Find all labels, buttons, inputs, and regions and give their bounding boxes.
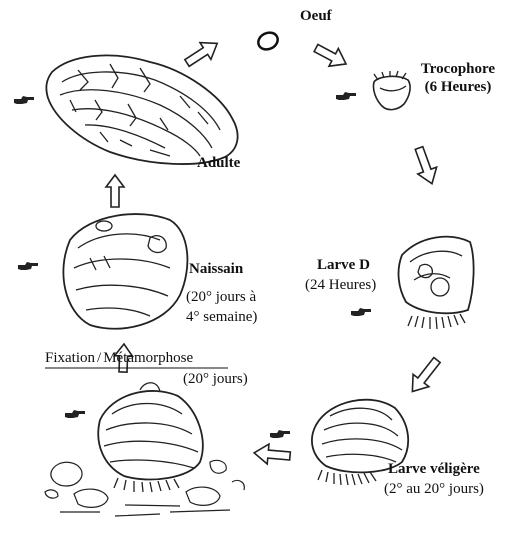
label-metamorphose: Métamorphose [103, 350, 193, 366]
label-naissain-time-2: 4° semaine) [186, 308, 257, 327]
naissain-spat-drawing [63, 214, 187, 329]
label-trocophore-time: (6 Heures) [408, 78, 508, 97]
label-trocophore: Trocophore [408, 60, 508, 79]
arrow-trocophore-to-larve-d-icon [410, 145, 442, 188]
arrow-adulte-to-oeuf-icon [182, 35, 223, 71]
label-naissain: Naissain [189, 260, 243, 279]
label-veligere: Larve véligère [388, 460, 480, 479]
pointing-hand-icon [14, 96, 34, 104]
label-veligere-time: (2° au 20° jours) [384, 480, 484, 499]
pointing-hand-icon [65, 410, 85, 418]
label-fixation: Fixation [45, 350, 95, 366]
label-naissain-time-1: (20° jours à [186, 288, 256, 307]
label-oeuf: Oeuf [300, 7, 332, 26]
label-adulte: Adulte [197, 154, 240, 173]
arrow-oeuf-to-trocophore-icon [311, 39, 350, 73]
oeuf-egg-drawing [256, 30, 281, 53]
label-larve-d-time: (24 Heures) [305, 276, 376, 295]
label-larve-d: Larve D [317, 256, 370, 275]
fixation-oyster-drawing [98, 383, 202, 492]
arrow-naissain-to-adulte-icon [106, 175, 124, 207]
arrow-veligere-to-fixation-icon [253, 443, 291, 466]
pointing-hand-icon [351, 308, 371, 316]
label-separator: / [97, 350, 101, 366]
larve-d-larva-drawing [399, 237, 474, 329]
transition-label: Fixation/Métamorphose [45, 349, 193, 368]
pointing-hand-icon [18, 262, 38, 270]
arrow-larve-d-to-veligere-icon [404, 354, 444, 398]
trocophore-larva-drawing [373, 71, 410, 110]
label-transition-time: (20° jours) [183, 370, 248, 389]
adulte-oyster-drawing [46, 55, 237, 164]
pointing-hand-icon [270, 430, 290, 438]
pointing-hand-icon [336, 92, 356, 100]
